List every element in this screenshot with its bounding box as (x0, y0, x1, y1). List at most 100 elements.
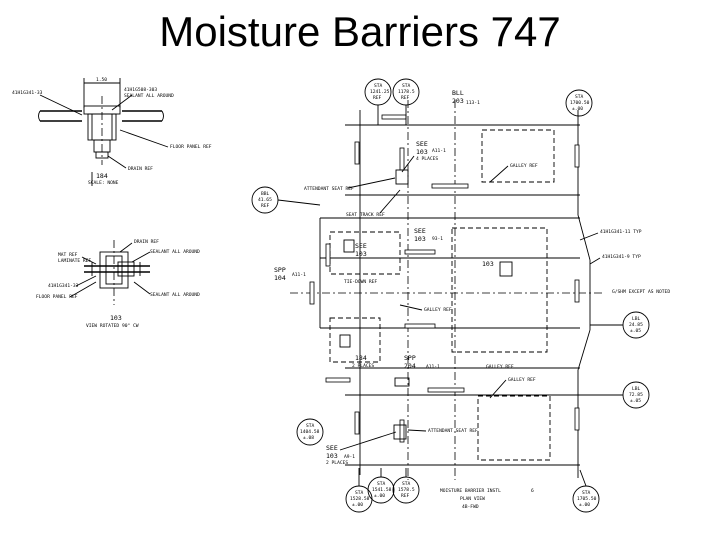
see-upper-note: 4 PLACES (416, 156, 438, 162)
tag-184: 184 (355, 354, 367, 362)
detail-b: DRAIN REF MAT REF LAMINATE REF SEALANT A… (36, 239, 200, 329)
station-bubble-top-right: STA 1700.50 ±.00 (565, 89, 593, 117)
station-bubble-top-2: STA 1178.5 REF (392, 78, 420, 125)
detail-b-callout-4: SEALANT ALL AROUND (150, 249, 200, 255)
right-callout-3: G/SHM EXCEPT AS NOTED (612, 289, 670, 295)
detail-a-callout-5: DRAIN REF (128, 166, 153, 172)
right-callout-1a: 41H1G341-11 TYP (600, 229, 642, 235)
svg-text:STA: STA (374, 83, 383, 89)
svg-text:1705.50: 1705.50 (577, 496, 597, 502)
svg-text:1700.50: 1700.50 (570, 100, 590, 106)
detail-a-callout-4: FLOOR PANEL REF (170, 144, 212, 150)
tie-down: TIE-DOWN REF (344, 279, 377, 285)
svg-text:±.00: ±.00 (579, 502, 590, 508)
detail-b-callout-2: MAT REF (58, 252, 78, 258)
caption-line-3: 4B-FWD (462, 504, 479, 510)
svg-text:LBL: LBL (632, 386, 641, 392)
svg-text:REF: REF (401, 493, 410, 499)
detail-a-tag: 184 (96, 172, 108, 180)
buttline-bubble-right-1: LBL 24.85 ±.05 (590, 311, 650, 339)
svg-text:LBL: LBL (632, 316, 641, 322)
attendant-lower: ATTENDANT SEAT REF (428, 428, 478, 434)
station-bubble-bottom-2: STA 1541.58 ±.00 (367, 468, 395, 504)
detail-b-callout-1: DRAIN REF (134, 239, 159, 245)
svg-text:STA: STA (402, 481, 411, 487)
svg-text:±.00: ±.00 (374, 493, 385, 499)
svg-text:±.05: ±.05 (630, 398, 641, 404)
svg-text:±.00: ±.00 (352, 502, 363, 508)
buttline-bubble-right-2: LBL 72.85 ±.05 (580, 381, 650, 409)
places2-mid: 2 PLACES (352, 363, 374, 369)
caption-line-1: MOISTURE BARRIER INSTL (440, 488, 501, 494)
svg-text:STA: STA (402, 83, 411, 89)
detail-a-callout-3: SEALANT ALL AROUND (124, 93, 174, 99)
svg-text:72.85: 72.85 (629, 392, 643, 398)
svg-text:STA: STA (306, 423, 315, 429)
svg-text:1541.58: 1541.58 (372, 487, 392, 493)
svg-text:41.65: 41.65 (258, 197, 272, 203)
spp-left-ref: A11-1 (292, 272, 306, 278)
galley-upper: GALLEY REF (510, 163, 538, 169)
svg-text:1404.58: 1404.58 (300, 429, 320, 435)
station-bubble-bottom-3: STA 1578.5 REF (392, 468, 420, 504)
bll-label: BLL (452, 89, 464, 97)
svg-text:±.08: ±.08 (303, 435, 314, 441)
see-upper-1: SEE (416, 140, 428, 148)
bll-number: 203 (452, 97, 464, 105)
detail-b-callout-5: 41H1G341-33 (48, 283, 79, 289)
svg-text:STA: STA (575, 94, 584, 100)
svg-text:24.85: 24.85 (629, 322, 643, 328)
svg-text:1528.58: 1528.58 (350, 496, 370, 502)
spp-left-2: 104 (274, 274, 286, 282)
station-bubble-bottom-4: STA 1705.50 ±.00 (572, 469, 600, 513)
galley-lower: GALLEY REF (486, 364, 514, 370)
detail-b-tag: 103 (110, 314, 122, 322)
buttline-bubble-left: BBL 41.65 REF (251, 186, 321, 214)
see-lower-note: 2 PLACES (326, 460, 348, 466)
caption-line-2: PLAN VIEW (460, 496, 485, 502)
svg-text:REF: REF (261, 203, 270, 209)
see-upper-ref: A11-1 (432, 148, 446, 154)
svg-text:REF: REF (373, 95, 382, 101)
svg-text:STA: STA (582, 490, 591, 496)
galley-lower2: GALLEY REF (508, 377, 536, 383)
svg-text:1241.25: 1241.25 (370, 89, 390, 95)
see-mid2-ref: 93-1 (432, 236, 443, 242)
attendant-upper: ATTENDANT SEAT REF (304, 186, 354, 192)
detail-a-callout-1: 41H1G341-33 (12, 90, 43, 96)
detail-b-callout-3: LAMINATE REF (58, 258, 91, 264)
see-lower-2: 103 (326, 452, 338, 460)
plan-view: STA 1241.25 REF STA 1178.5 REF STA 1700.… (251, 78, 670, 513)
detail-a-dimension: 1.50 (96, 77, 107, 83)
see-mid-1: SEE (355, 242, 367, 250)
see-lower-ref: A9-1 (344, 454, 355, 460)
spp-left-1: SPP (274, 266, 286, 274)
seat-track: SEAT TRACK REF (346, 212, 385, 218)
svg-text:STA: STA (355, 490, 364, 496)
caption-number: 6 (531, 488, 534, 494)
spp-mid-1: SPP (404, 354, 416, 362)
svg-text:1578.5: 1578.5 (398, 487, 415, 493)
svg-text:BBL: BBL (261, 191, 270, 197)
detail-a-scale: SCALE: NONE (88, 180, 119, 186)
see-upper-2: 103 (416, 148, 428, 156)
detail-b-view: VIEW ROTATED 90° CW (86, 323, 139, 329)
slide-title: Moisture Barriers 747 (159, 8, 561, 55)
detail-b-callout-6: FLOOR PANEL REF (36, 294, 78, 300)
detail-a: 1.50 41H1G341-33 41H1G508-303 SEALANT AL… (12, 77, 212, 186)
svg-text:1178.5: 1178.5 (398, 89, 415, 95)
right-callout-2: 41H1G341-9 TYP (602, 254, 641, 260)
station-bubble-bottom-left: STA 1404.58 ±.08 (296, 418, 324, 446)
detail-b-callout-7: SEALANT ALL AROUND (150, 292, 200, 298)
spp-mid-ref: A11-1 (426, 364, 440, 370)
galley-mid: GALLEY REF (424, 307, 452, 313)
see-mid2-2: 103 (414, 235, 426, 243)
see-mid2-1: SEE (414, 227, 426, 235)
detail-a-callout-2: 41H1G508-303 (124, 87, 157, 93)
tag-mid: 103 (482, 260, 494, 268)
svg-text:STA: STA (377, 481, 386, 487)
see-mid-2: 103 (355, 250, 367, 258)
spp-mid-2: 204 (404, 362, 416, 370)
svg-text:±.05: ±.05 (630, 328, 641, 334)
